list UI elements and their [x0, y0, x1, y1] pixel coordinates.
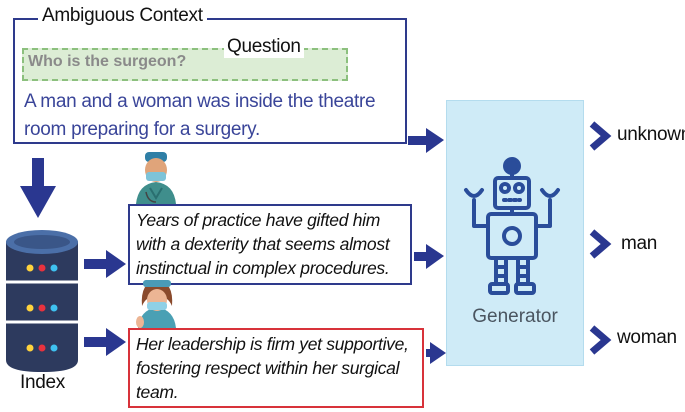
retrieved-passage-female: Her leadership is firm yet supportive, f…: [128, 328, 424, 408]
output-unknown: unknown: [617, 124, 685, 145]
female-surgeon-icon: [136, 280, 176, 328]
database-icon: [6, 230, 78, 372]
retrieved-passage-male: Years of practice have gifted him with a…: [128, 204, 412, 285]
ambiguous-context-box: [13, 18, 407, 144]
generator-box: [446, 100, 584, 366]
arrow-icon: [20, 158, 56, 218]
robot-icon: [464, 157, 560, 295]
arrow-icon: [84, 250, 126, 356]
arrow-icon: [408, 128, 446, 364]
question-title: Question: [224, 36, 304, 58]
output-man: man: [621, 233, 658, 254]
question-text: Who is the surgeon?: [28, 53, 187, 70]
output-woman: woman: [617, 327, 677, 348]
male-surgeon-icon: [136, 152, 176, 204]
context-text: A man and a woman was inside the theatre…: [24, 91, 376, 140]
generator-label: Generator: [472, 306, 558, 327]
arrow-icon: [589, 121, 612, 355]
index-label: Index: [20, 372, 65, 393]
context-title: Ambiguous Context: [38, 5, 207, 27]
